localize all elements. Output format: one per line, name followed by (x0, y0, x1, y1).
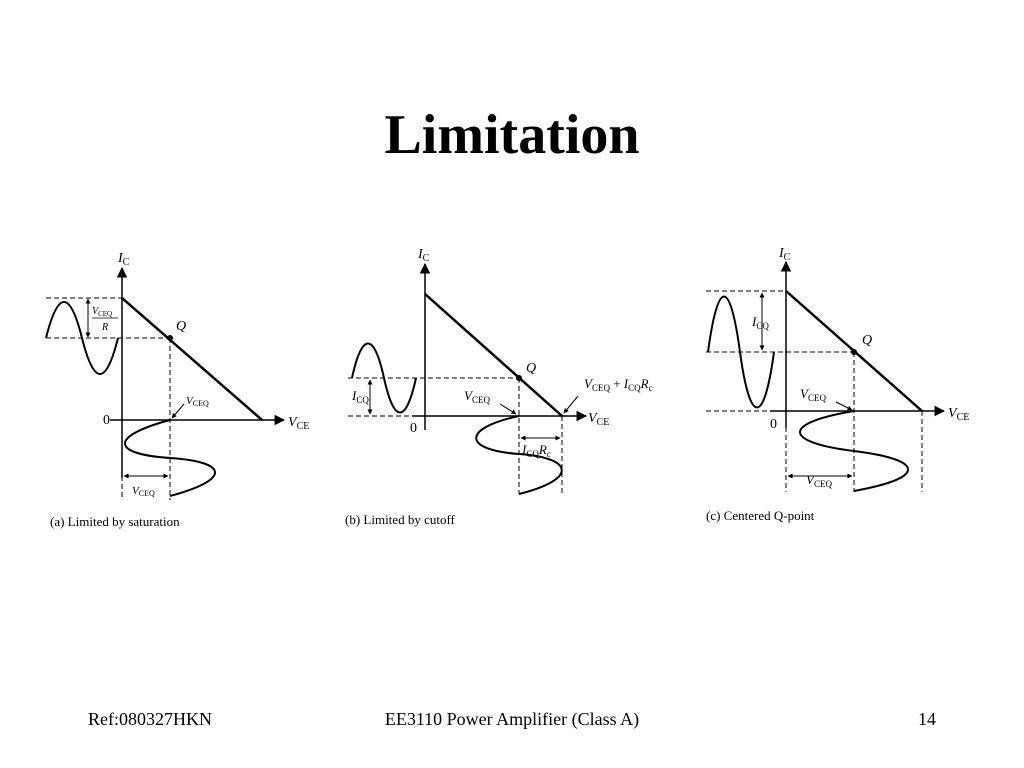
diagram-c-y-label: IC (778, 246, 791, 263)
diagram-a-vceq-label: VCEQ (186, 395, 209, 408)
footer-page-number: 14 (918, 709, 936, 729)
diagram-b-y-label: IC (417, 247, 430, 264)
diagram-c-vceq-label: VCEQ (800, 386, 826, 403)
diagram-c-vceq-bottom-label: VCEQ (806, 472, 832, 489)
diagram-c-current-wave (707, 295, 775, 409)
diagram-b-voltage-wave (475, 415, 563, 495)
diagram-a-x-label: VCE (288, 415, 309, 432)
diagram-c-q-label: Q (862, 333, 872, 348)
diagram-b-endpoint-label: VCEQ + ICQRc (584, 376, 653, 393)
diagram-a-voltage-wave (124, 419, 216, 497)
diagram-b-icq-label: ICQ (351, 388, 369, 405)
diagram-b-q-label: Q (526, 361, 536, 376)
diagram-b-vceq-pointer (499, 403, 517, 415)
diagram-b: IC VCE 0 Q ICQ VCEQ VCEQ + ICQRc ICQRc (… (345, 247, 653, 527)
diagram-b-icqrc-label: ICQRc (521, 442, 551, 459)
diagram-b-vceq-label: VCEQ (464, 388, 490, 405)
diagram-c-voltage-wave (799, 410, 909, 492)
diagram-b-x-label: VCE (588, 411, 609, 428)
diagram-a-current-wave (45, 301, 119, 375)
diagram-a-frac-denominator: R (101, 322, 108, 333)
diagram-a-frac-numerator: VCEQ (92, 306, 112, 318)
diagram-c-x-label: VCE (948, 406, 969, 423)
footer-ref: Ref:080327HKN (88, 709, 212, 729)
diagram-c-vceq-pointer (835, 401, 853, 411)
diagram-b-load-line (424, 293, 563, 417)
diagram-b-caption: (b) Limited by cutoff (345, 512, 456, 527)
diagram-c-icq-label: ICQ (751, 314, 769, 331)
diagram-a-load-line (121, 297, 263, 421)
diagram-b-endpoint-pointer (563, 395, 579, 414)
diagram-a-q-label: Q (176, 319, 186, 334)
diagram-c-caption: (c) Centered Q-point (706, 508, 815, 523)
diagram-a-y-label: IC (117, 251, 130, 268)
diagram-a-origin-label: 0 (103, 413, 110, 428)
diagram-b-origin-label: 0 (410, 421, 417, 436)
diagram-c-origin-label: 0 (770, 417, 777, 432)
diagram-c: IC VCE 0 Q ICQ VCEQ VCEQ (c) Centered Q-… (706, 246, 969, 523)
diagram-a-vceq-bottom-label: VCEQ (132, 485, 155, 498)
footer-course-title: EE3110 Power Amplifier (Class A) (384, 709, 640, 729)
diagram-a-vceq-pointer (171, 403, 185, 419)
slide-title: Limitation (384, 104, 640, 166)
diagram-b-current-wave (351, 342, 417, 414)
diagram-a: IC VCE 0 Q VCEQ R VCEQ VCEQ (a) Limited … (45, 251, 309, 529)
diagram-a-caption: (a) Limited by saturation (50, 514, 180, 529)
